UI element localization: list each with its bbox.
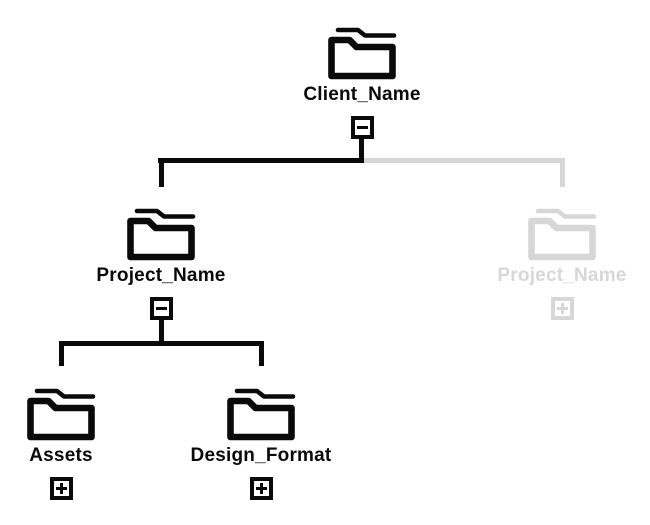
minus-bar [155,307,167,310]
minus-box-icon[interactable] [149,297,173,320]
node-design-format: Design_Format [161,383,361,500]
node-label: Project_Name [96,265,226,286]
node-label: Client_Name [303,84,421,105]
connector-project-right-drop [560,158,565,187]
connector-project-left-children-horizontal [59,341,264,346]
plus-box-icon[interactable] [49,477,73,500]
folder-icon[interactable] [125,203,198,263]
plus-bar [259,483,263,494]
node-label: Assets [29,445,93,466]
plus-box-icon[interactable] [249,477,273,500]
connector-project-left-drop [159,158,164,187]
node-project-left: Project_Name [61,203,261,320]
connector-design-format-drop [259,341,264,366]
folder-icon[interactable] [225,383,298,443]
minus-box-icon[interactable] [350,116,374,139]
plus-bar [59,483,63,494]
folder-icon[interactable] [25,383,98,443]
minus-bar [356,126,368,129]
node-label: Design_Format [190,445,332,466]
folder-icon[interactable] [326,22,399,82]
plus-box-icon[interactable] [550,297,574,320]
folder-icon[interactable] [526,203,599,263]
connector-client-stem [359,137,364,161]
connector-client-to-project-left-horizontal [158,158,364,163]
connector-project-left-stem [159,318,164,345]
node-project-right: Project_Name [462,203,650,320]
plus-bar [560,303,564,314]
connector-client-to-project-right-horizontal [364,158,565,163]
node-client: Client_Name [262,22,462,139]
node-label: Project_Name [497,265,627,286]
node-assets: Assets [0,383,161,500]
connector-assets-drop [59,341,64,366]
